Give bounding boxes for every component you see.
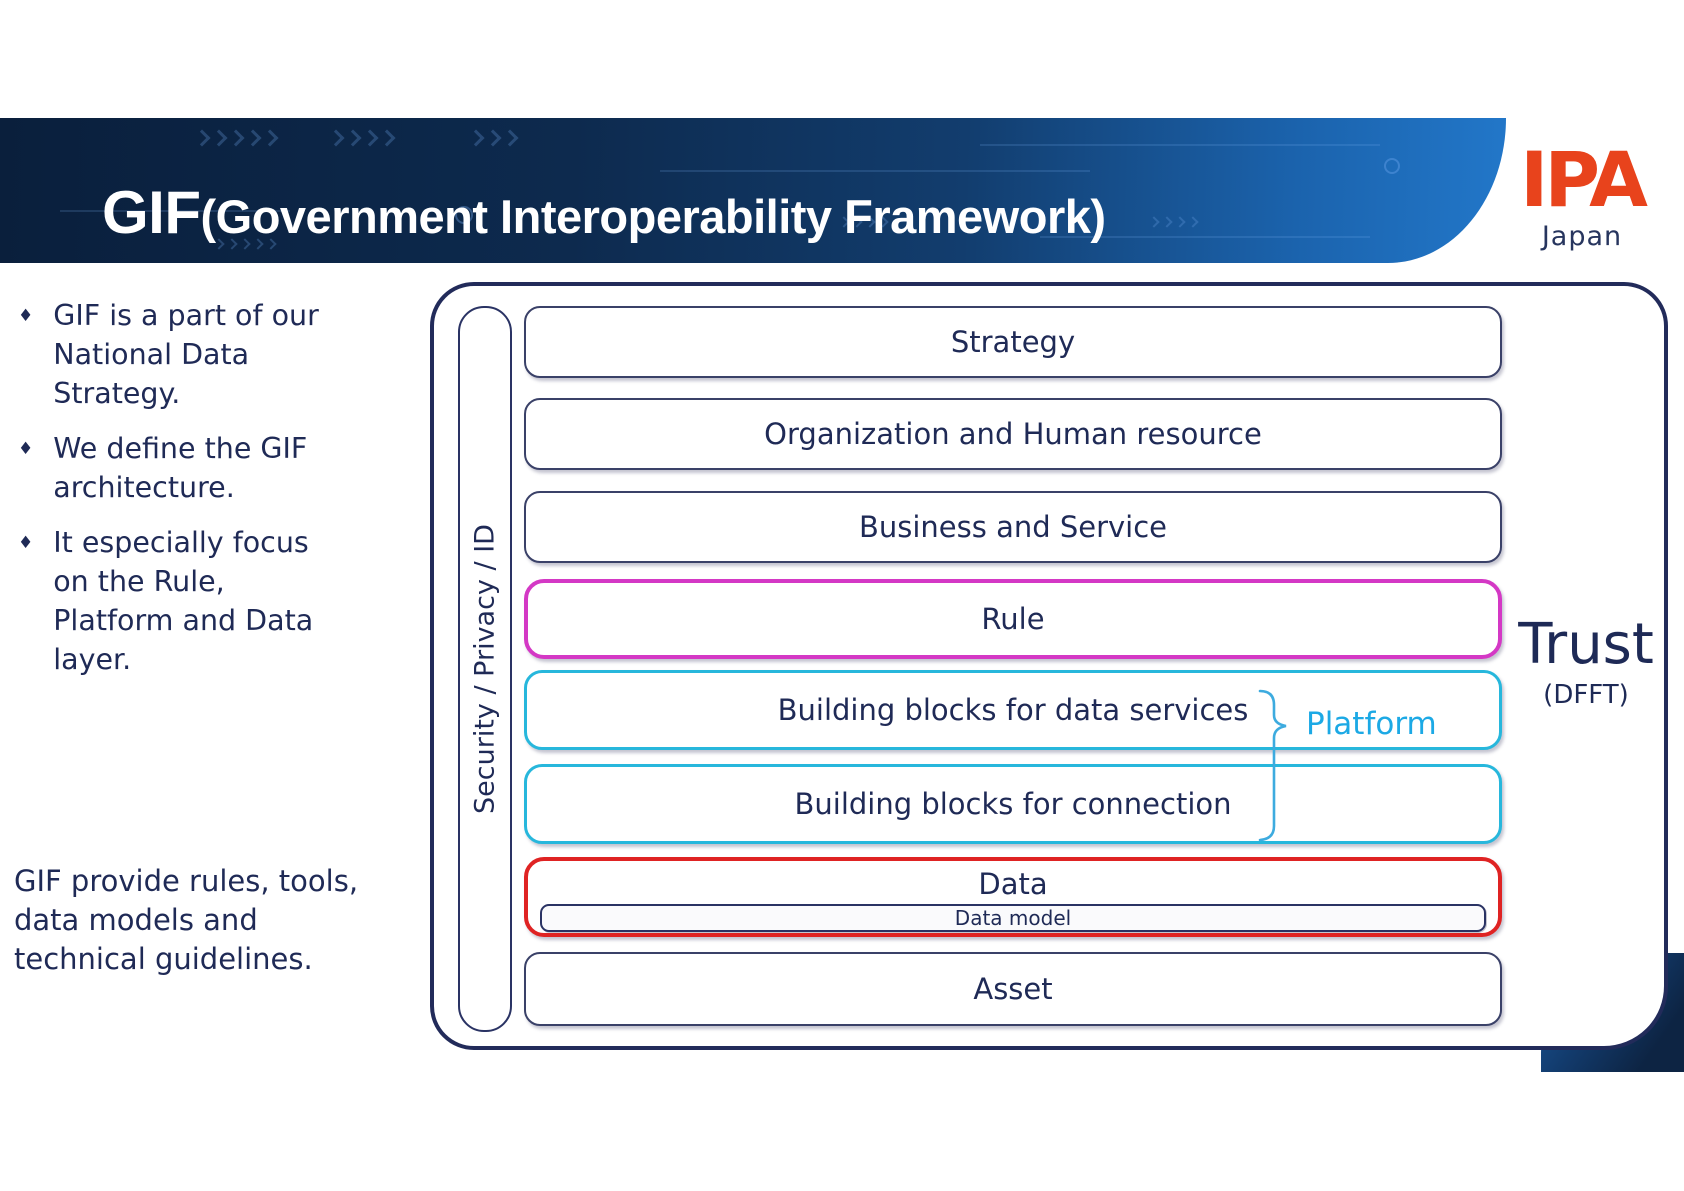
security-privacy-id-label: Security / Privacy / ID [469,524,501,814]
list-item: ♦ We define the GIF architecture. [18,429,390,507]
layer-organization-human-resource: Organization and Human resource [524,398,1502,470]
trust-label: Trust [1518,612,1654,677]
trust-block: Trust (DFFT) [1500,614,1672,710]
circuit-pattern [980,144,1380,146]
circuit-pattern [467,129,519,147]
bullet-diamond-icon: ♦ [18,306,34,326]
platform-label: Platform [1306,706,1437,742]
ipa-logo-text: IPA [1520,135,1648,224]
circuit-pattern [1384,158,1400,174]
bullet-text: It especially focus on the Rule, Platfor… [53,526,314,677]
layer-building-blocks-connection: Building blocks for connection [524,764,1502,844]
layer-asset: Asset [524,952,1502,1026]
layer-label: Strategy [950,325,1076,359]
layer-business-service: Business and Service [524,491,1502,563]
page-title-acronym: GIF [102,179,201,246]
layer-rule: Rule [524,579,1502,659]
ipa-logo-country: Japan [1541,221,1623,252]
list-item: ♦ It especially focus on the Rule, Platf… [18,523,390,679]
bullet-text: GIF is a part of our National Data Strat… [53,299,319,411]
footnote-text: GIF provide rules, tools, data models an… [14,864,359,976]
list-item: ♦ GIF is a part of our National Data Str… [18,296,390,413]
circuit-pattern [60,210,290,212]
circuit-pattern [455,206,473,224]
page-title-expansion: (Government Interoperability Framework) [200,190,1107,243]
bullet-list: ♦ GIF is a part of our National Data Str… [18,296,390,695]
circuit-pattern [1148,216,1199,228]
bullet-diamond-icon: ♦ [18,533,34,554]
layer-label: Asset [973,972,1053,1006]
layer-label: Building blocks for data services [777,693,1249,727]
layer-data: Data Data model [524,857,1502,937]
circuit-pattern [1040,236,1370,238]
layer-strategy: Strategy [524,306,1502,378]
trust-dfft-label: (DFFT) [1543,679,1629,710]
circuit-pattern [193,129,279,147]
circuit-pattern [660,170,1090,172]
layer-label: Building blocks for connection [794,787,1232,821]
data-model-box: Data model [540,904,1486,932]
header-banner: GIF(Government Interoperability Framewor… [0,118,1506,263]
layer-label: Data [978,867,1048,901]
ipa-logo: IPA Japan [1508,135,1656,253]
platform-brace-icon [1258,689,1287,842]
bullet-diamond-icon: ♦ [18,439,34,460]
bullet-text: We define the GIF architecture. [53,432,308,505]
circuit-pattern [327,129,396,147]
layer-label: Organization and Human resource [764,417,1262,451]
data-model-label: Data model [954,906,1072,930]
layer-label: Business and Service [858,510,1168,544]
layer-building-blocks-data-services: Building blocks for data services [524,670,1502,750]
gif-framework-diagram: Security / Privacy / ID Strategy Organiz… [430,282,1668,1050]
security-privacy-id-bar: Security / Privacy / ID [458,306,512,1032]
layer-label: Rule [981,602,1045,636]
page-title: GIF(Government Interoperability Framewor… [102,178,1106,247]
